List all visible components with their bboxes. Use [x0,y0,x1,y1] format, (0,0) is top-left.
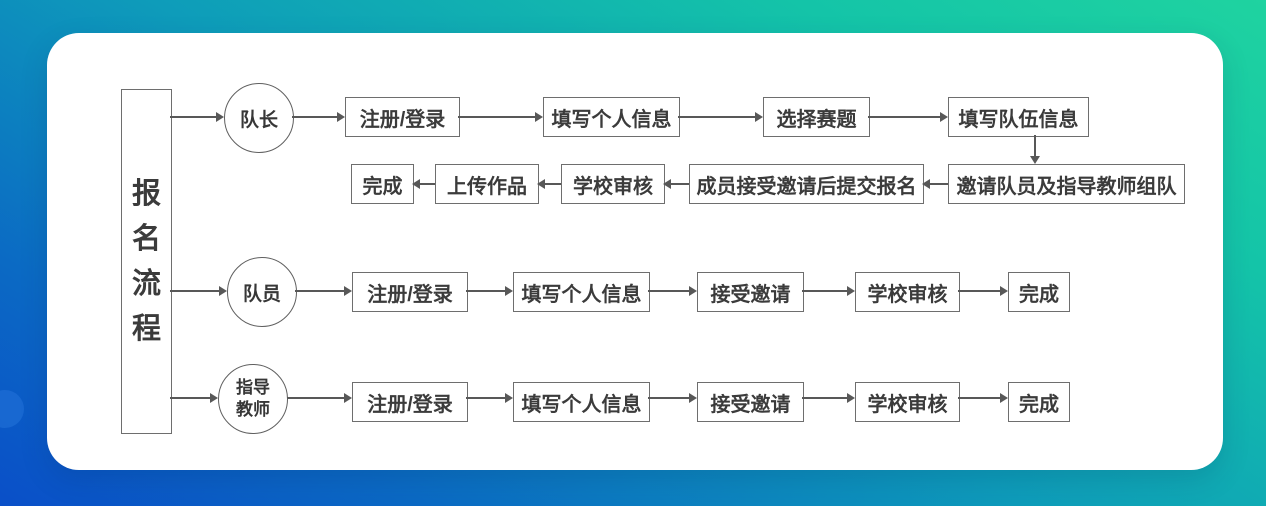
step-leader-invite-members-teachers: 邀请队员及指导教师组队 [948,164,1185,204]
step-teacher-register: 注册/登录 [352,382,468,422]
role-label: 指导教师 [236,377,270,419]
arrow-review-to-done-3 [958,393,1008,402]
step-member-done: 完成 [1008,272,1070,312]
step-member-personal-info: 填写个人信息 [513,272,650,312]
arrow-upload-to-done [412,179,435,188]
step-member-school-review: 学校审核 [855,272,960,312]
flowchart-card: 报 名 流 程 队长 队员 指导教师 注册/登录 填写个人信息 选择赛题 填写队… [47,33,1223,470]
step-member-register: 注册/登录 [352,272,468,312]
arrow-title-to-leader [170,112,224,121]
role-label: 队员 [242,283,281,305]
decorative-blob [0,390,24,428]
arrow-team-info-to-invite [1030,135,1039,164]
arrow-register-to-personal-info [458,112,543,121]
arrow-topic-to-team-info [868,112,948,121]
arrow-title-to-teacher [170,393,218,402]
flow-title-char: 程 [131,312,161,345]
arrow-review-to-upload [537,179,561,188]
step-leader-register: 注册/登录 [345,97,460,137]
role-label: 队长 [239,109,278,131]
step-teacher-done: 完成 [1008,382,1070,422]
arrow-teacher-to-register [287,393,352,402]
arrow-accept-to-review-3 [802,393,855,402]
arrow-register-to-personal-info-3 [466,393,513,402]
arrow-members-accept-to-review [663,179,689,188]
arrow-personal-info-to-accept-3 [648,393,697,402]
flow-title-char: 流 [131,267,161,300]
step-leader-team-info: 填写队伍信息 [948,97,1089,137]
step-leader-choose-topic: 选择赛题 [763,97,870,137]
arrow-register-to-personal-info-2 [466,286,513,295]
role-circle-member: 队员 [227,257,297,327]
arrow-accept-to-review-2 [802,286,855,295]
step-leader-upload-work: 上传作品 [435,164,539,204]
step-leader-personal-info: 填写个人信息 [543,97,680,137]
step-teacher-school-review: 学校审核 [855,382,960,422]
step-teacher-personal-info: 填写个人信息 [513,382,650,422]
step-leader-members-accept-submit: 成员接受邀请后提交报名 [689,164,924,204]
step-leader-done: 完成 [351,164,414,204]
step-member-accept-invite: 接受邀请 [697,272,804,312]
arrow-leader-to-register [292,112,345,121]
arrow-title-to-member [170,286,227,295]
arrow-review-to-done-2 [958,286,1008,295]
arrow-personal-info-to-topic [678,112,763,121]
arrow-member-to-register [295,286,352,295]
flow-title-char: 报 [131,177,161,210]
arrow-invite-to-members-accept [922,179,948,188]
step-leader-school-review: 学校审核 [561,164,665,204]
arrow-personal-info-to-accept-2 [648,286,697,295]
flow-title-box: 报 名 流 程 [121,89,172,434]
role-circle-teacher: 指导教师 [218,364,288,434]
role-circle-leader: 队长 [224,83,294,153]
flow-title-char: 名 [131,222,161,255]
step-teacher-accept-invite: 接受邀请 [697,382,804,422]
